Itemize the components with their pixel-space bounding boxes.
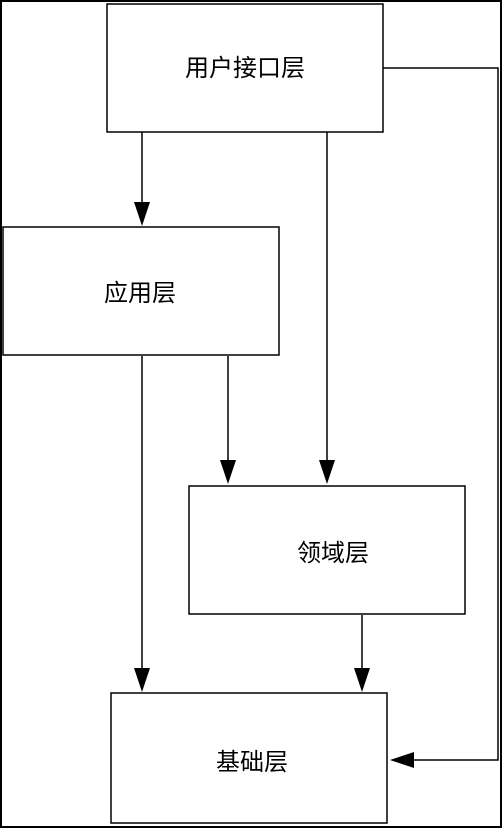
arrowhead-app-to-infra <box>134 668 150 692</box>
edge-ui-to-infra <box>383 67 499 761</box>
ui-layer-label: 用户接口层 <box>185 54 305 82</box>
node-ui-layer: 用户接口层 <box>106 3 384 133</box>
domain-layer-box <box>188 485 466 615</box>
infra-layer-label: 基础层 <box>216 748 288 776</box>
node-app-layer: 应用层 <box>2 226 280 356</box>
arrowhead-app-to-domain <box>220 460 236 484</box>
arrowhead-ui-to-app <box>134 202 150 226</box>
edges <box>134 67 499 768</box>
ui-layer-box <box>106 3 384 133</box>
domain-layer-label: 领域层 <box>297 539 369 567</box>
node-infra-layer: 基础层 <box>110 692 388 824</box>
node-domain-layer: 领域层 <box>188 485 466 615</box>
arrowhead-ui-to-infra <box>390 752 414 768</box>
arrowhead-domain-to-infra <box>354 668 370 692</box>
app-layer-box <box>2 226 280 356</box>
arrowhead-ui-to-domain <box>319 460 335 484</box>
app-layer-label: 应用层 <box>104 279 176 307</box>
infra-layer-box <box>110 692 388 824</box>
